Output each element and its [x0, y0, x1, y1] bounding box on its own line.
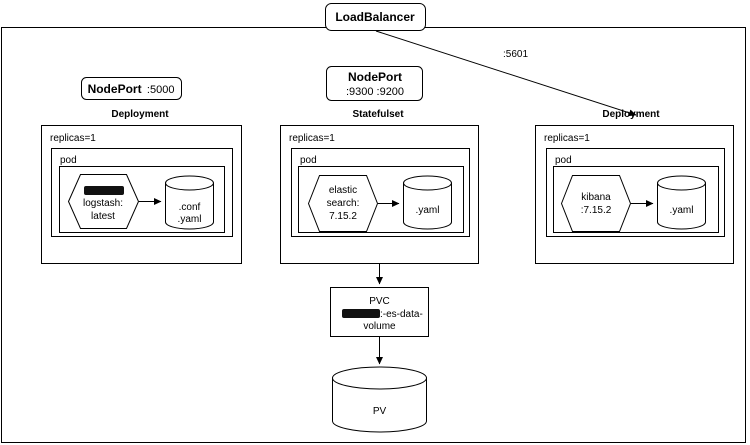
statefulset-replicas: replicas=1	[289, 133, 335, 144]
pv-label: PV	[373, 406, 387, 417]
container-kibana[interactable]	[560, 175, 632, 232]
container-logstash-line-2: latest	[91, 211, 115, 222]
container-elasticsearch-line-1: search:	[327, 198, 360, 209]
volume-kibana-line-1: .yaml	[670, 205, 694, 216]
container-kibana-line-1: :7.15.2	[581, 205, 612, 216]
nodeport-logstash-title: NodePort	[88, 82, 142, 96]
nodeport-logstash-ports: :5000	[147, 84, 175, 96]
statefulset-elasticsearch[interactable]: Statefulset replicas=1 pod elastic searc…	[280, 109, 479, 264]
container-logstash-line-1: logstash:	[83, 198, 123, 209]
nodeport-elastic[interactable]: NodePort :9300 :9200	[326, 66, 423, 101]
pvc-line-2: volume	[363, 321, 396, 332]
deployment-logstash-kind: Deployment	[111, 109, 169, 120]
container-elasticsearch-line-0: elastic	[329, 185, 357, 196]
redaction-bar	[84, 186, 124, 195]
svg-text:NodePort :5000: NodePort :5000	[88, 82, 175, 96]
volume-elasticsearch[interactable]: .yaml	[403, 175, 452, 230]
pvc-line-1: :-es-data-	[380, 309, 423, 320]
load-balancer-label: LoadBalancer	[335, 10, 415, 24]
statefulset-kind: Statefulset	[352, 109, 404, 120]
volume-logstash[interactable]: .conf .yaml	[165, 175, 214, 230]
volume-elasticsearch-line-1: .yaml	[416, 205, 440, 216]
deployment-logstash-replicas: replicas=1	[50, 133, 96, 144]
nodeport-elastic-title: NodePort	[348, 70, 402, 84]
container-elasticsearch-line-2: 7.15.2	[329, 211, 357, 222]
pod-kibana-label: pod	[555, 155, 572, 166]
container-kibana-line-0: kibana	[581, 192, 611, 203]
deployment-kibana-replicas: replicas=1	[544, 133, 590, 144]
pvc[interactable]: PVC :-es-data- volume	[330, 287, 429, 337]
edge-label-5601: :5601	[503, 49, 528, 60]
edge-lb-to-kibana	[375, 30, 637, 117]
pod-logstash-label: pod	[60, 155, 77, 166]
deployment-logstash[interactable]: Deployment replicas=1 pod logstash: late…	[41, 109, 242, 264]
pvc-line-0: PVC	[369, 296, 390, 307]
volume-logstash-line-1: .conf	[179, 202, 201, 213]
volume-logstash-line-2: .yaml	[178, 214, 202, 225]
redaction-bar	[342, 309, 380, 318]
deployment-kibana[interactable]: Deployment replicas=1 pod kibana :7.15.2…	[535, 109, 734, 264]
pod-elasticsearch-label: pod	[300, 155, 317, 166]
nodeport-logstash[interactable]: NodePort :5000	[81, 77, 182, 100]
nodeport-elastic-ports: :9300 :9200	[346, 86, 404, 98]
pv[interactable]: PV	[332, 366, 427, 433]
load-balancer[interactable]: LoadBalancer	[325, 3, 426, 31]
deployment-kibana-kind: Deployment	[602, 109, 660, 120]
volume-kibana[interactable]: .yaml	[657, 175, 706, 230]
container-elasticsearch[interactable]	[307, 175, 379, 232]
